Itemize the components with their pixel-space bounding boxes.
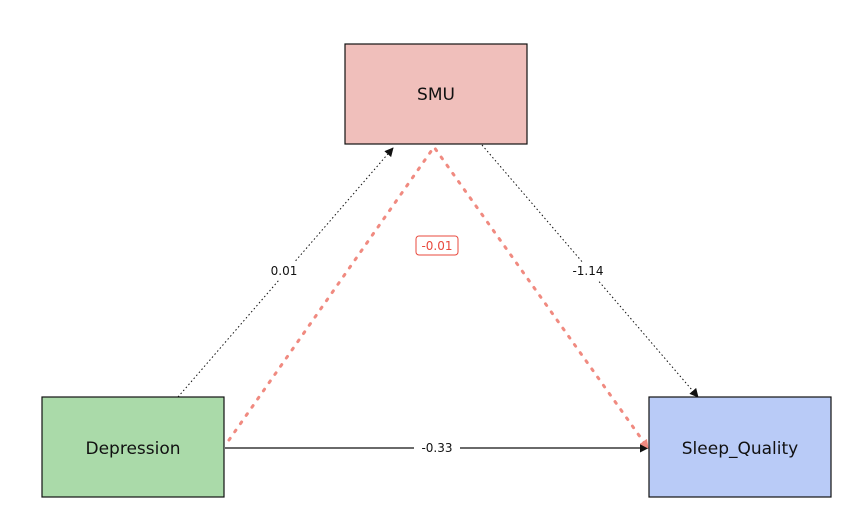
svg-text:Depression: Depression — [85, 439, 180, 459]
svg-text:0.01: 0.01 — [271, 264, 298, 278]
svg-text:-1.14: -1.14 — [572, 264, 603, 278]
c-prime-path-label: -0.33 — [414, 439, 460, 457]
indirect-path-label: -0.01 — [415, 235, 459, 256]
a-path-label: 0.01 — [266, 262, 302, 280]
svg-text:SMU: SMU — [417, 85, 455, 105]
svg-text:-0.01: -0.01 — [421, 239, 452, 253]
svg-text:-0.33: -0.33 — [421, 441, 452, 455]
node-depression: Depression — [41, 396, 225, 498]
indirect-path-arrow — [227, 144, 650, 450]
b-path-arrow — [481, 144, 699, 398]
b-path-label: -1.14 — [566, 262, 610, 280]
node-smu: SMU — [344, 43, 528, 145]
svg-text:Sleep_Quality: Sleep_Quality — [682, 439, 798, 459]
node-sleep-quality: Sleep_Quality — [648, 396, 832, 498]
